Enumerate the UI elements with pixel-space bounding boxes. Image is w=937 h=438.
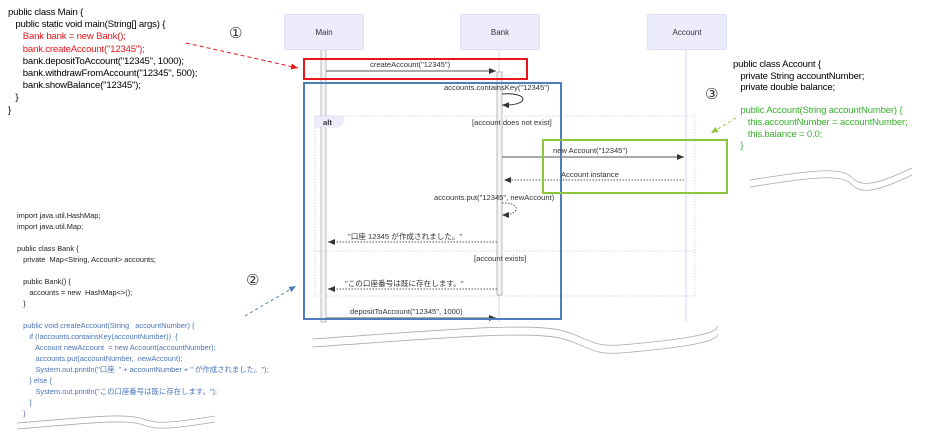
break-mark-bank xyxy=(16,415,216,430)
code-line: } xyxy=(8,92,19,104)
code-line: public static void main(String[] args) { xyxy=(8,19,166,31)
break-mark-account xyxy=(749,167,913,191)
code-line: private String accountNumber; xyxy=(733,70,865,82)
code-line: } else { xyxy=(17,376,52,385)
code-line: } xyxy=(8,104,12,116)
code-line: public Bank() { xyxy=(17,277,71,286)
participant-bank: Bank xyxy=(460,14,540,50)
account-class-code: public class Account { private String ac… xyxy=(733,59,908,152)
participant-account: Account xyxy=(647,14,727,50)
alt-keyword: alt xyxy=(323,118,332,127)
highlight-box-blue xyxy=(303,82,562,320)
highlight-box-red xyxy=(303,58,528,80)
pointer-red xyxy=(185,42,299,70)
participant-main: Main xyxy=(284,14,364,50)
code-line: } xyxy=(17,299,26,308)
code-line: bank.depositToAccount("12345", 1000); xyxy=(8,55,184,67)
message-create-account: createAccount("12345") xyxy=(370,60,451,69)
marker-2: ② xyxy=(246,271,260,289)
message-new-account: new Account("12345") xyxy=(553,146,628,155)
code-line: bank.showBalance("12345"); xyxy=(8,80,141,92)
code-line: public class Account { xyxy=(733,59,821,70)
code-line: } xyxy=(733,140,744,152)
message-exists: "この口座番号は既に存在します。" xyxy=(345,279,464,288)
code-line: private double balance; xyxy=(733,82,836,94)
code-line: import java.util.HashMap; xyxy=(17,211,101,220)
code-line: bank.createAccount("12345"); xyxy=(8,43,145,55)
alt-tag xyxy=(314,115,344,128)
code-line: public Account(String accountNumber) { xyxy=(733,105,903,117)
code-line: accounts.put(accountNumber, newAccount); xyxy=(17,354,183,363)
pointer-green xyxy=(710,117,737,134)
arrow-accounts-put xyxy=(501,202,517,218)
marker-1: ① xyxy=(229,24,243,42)
pointer-blue xyxy=(244,285,297,317)
message-account-instance: Account instance xyxy=(561,170,619,179)
alt-condition-exists: [account exists] xyxy=(474,254,527,263)
code-line: public class Main { xyxy=(8,7,84,18)
code-line: accounts = new HashMap<>(); xyxy=(17,288,133,297)
code-line: this.accountNumber = accountNumber; xyxy=(733,116,908,128)
alt-condition-not-exist: [account does not exist] xyxy=(472,118,552,127)
message-created: "口座 12345 が作成されました。" xyxy=(348,232,463,241)
highlight-box-green xyxy=(542,139,728,194)
activation-bank xyxy=(496,71,503,296)
marker-3: ③ xyxy=(705,85,719,103)
arrow-contains-key xyxy=(501,93,524,109)
main-class-code: public class Main { public static void m… xyxy=(8,7,197,117)
activation-main xyxy=(320,47,327,323)
code-line: System.out.println("この口座番号は既に存在します。"); xyxy=(17,387,217,396)
message-contains-key: accounts.containsKey("12345") xyxy=(444,83,550,92)
bank-class-code: import java.util.HashMap; import java.uti… xyxy=(17,210,269,419)
code-line: this.balance = 0.0; xyxy=(733,128,823,140)
alt-frame xyxy=(314,115,696,297)
code-line: } xyxy=(17,409,26,418)
message-deposit: depositToAccount("12345", 1000) xyxy=(350,307,463,316)
code-line: if (!accounts.containsKey(accountNumber)… xyxy=(17,332,178,341)
code-line: System.out.println("口座 " + accountNumber… xyxy=(17,365,269,374)
code-line: private Map<String, Account> accounts; xyxy=(17,255,156,264)
code-line: Bank bank = new Bank(); xyxy=(8,31,126,43)
code-line: bank.withdrawFromAccount("12345", 500); xyxy=(8,68,198,80)
message-accounts-put: accounts.put("12345", newAccount) xyxy=(434,193,555,202)
code-line: public class Bank { xyxy=(17,244,79,253)
code-line: import java.util.Map; xyxy=(17,222,84,231)
code-line: Account newAccount = new Account(account… xyxy=(17,343,216,352)
break-mark-diagram xyxy=(311,325,718,354)
code-line: public void createAccount(String account… xyxy=(17,321,195,330)
code-line: } xyxy=(17,398,32,407)
